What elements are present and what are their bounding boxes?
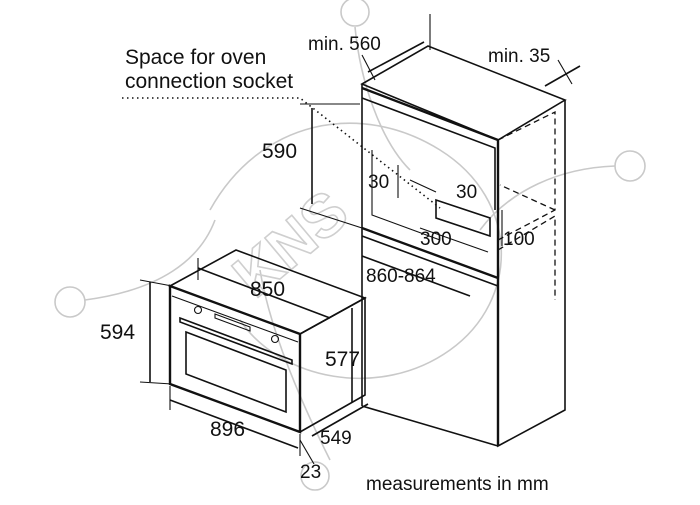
dim-line-niche-width bbox=[361, 255, 471, 297]
socket-box bbox=[435, 198, 491, 238]
dim-tick-594-bottom bbox=[139, 381, 173, 385]
watermark-circle-top bbox=[340, 0, 370, 27]
niche-shelf-front bbox=[361, 226, 499, 280]
dim-line-side-gap bbox=[544, 65, 581, 87]
dim-label-niche-depth: min. 560 bbox=[308, 34, 381, 55]
dim-line-front-thickness bbox=[299, 439, 315, 465]
dim-tick-594-top bbox=[139, 279, 173, 287]
dim-label-niche-height: 590 bbox=[262, 140, 297, 163]
cabinet-upper-lip bbox=[361, 86, 499, 142]
dim-label-socket-top: 30 bbox=[368, 172, 389, 193]
dim-label-socket-width: 300 bbox=[420, 229, 452, 250]
dim-line-oven-depth bbox=[311, 403, 369, 437]
watermark-circle-bottom bbox=[300, 461, 330, 491]
socket-space-label-line1: Space for oven bbox=[125, 46, 266, 69]
dim-label-oven-width-body: 850 bbox=[250, 278, 285, 301]
watermark-swoosh-top bbox=[354, 26, 411, 171]
watermark-text: KNS bbox=[220, 177, 360, 310]
oven-knob-right-icon bbox=[270, 334, 280, 344]
dim-tick-niche-height-bottom bbox=[299, 207, 363, 229]
niche-back-dashed-mid bbox=[497, 214, 556, 300]
dim-label-oven-body-height: 577 bbox=[325, 348, 360, 371]
dim-label-oven-depth: 549 bbox=[320, 428, 352, 449]
dim-label-socket-side: 30 bbox=[456, 182, 477, 203]
niche-back-wall bbox=[371, 150, 441, 241]
cabinet-bottom-front-edge bbox=[361, 405, 499, 447]
dim-line-oven-width-body bbox=[197, 267, 331, 319]
oven-display-icon bbox=[214, 313, 251, 332]
oven bbox=[168, 249, 367, 434]
dim-label-side-gap: min. 35 bbox=[488, 46, 550, 67]
dim-tick-niche-depth-a bbox=[361, 54, 376, 81]
dim-label-oven-width: 896 bbox=[210, 418, 245, 441]
oven-door-handle bbox=[179, 316, 293, 366]
watermark-ring bbox=[209, 122, 503, 380]
dim-line-socket-side bbox=[409, 179, 437, 193]
dim-label-niche-width: 860-864 bbox=[366, 266, 436, 287]
dimension-lines bbox=[139, 14, 581, 465]
units-note: measurements in mm bbox=[366, 474, 549, 495]
watermark-swoosh-left bbox=[84, 219, 216, 301]
cabinet-upper-inner bbox=[361, 97, 496, 210]
oven-control-strip bbox=[171, 295, 299, 343]
watermark-circle-right bbox=[614, 150, 646, 182]
dim-label-socket-height: 100 bbox=[503, 229, 535, 250]
oven-door-window bbox=[185, 330, 287, 414]
watermark-swoosh-right bbox=[479, 165, 616, 231]
dim-line-oven-width bbox=[169, 399, 299, 449]
niche-shelf-lower bbox=[361, 235, 499, 287]
socket-space-label-line2: connection socket bbox=[125, 70, 293, 93]
dim-line-niche-depth bbox=[367, 41, 425, 73]
oven-knob-left-icon bbox=[193, 305, 203, 315]
watermark-circle-left bbox=[54, 286, 86, 318]
oven-side-panel bbox=[299, 296, 366, 433]
niche-back-dashed-upper bbox=[497, 110, 556, 241]
dim-line-socket-width bbox=[419, 227, 489, 253]
cabinet-niche bbox=[360, 45, 567, 448]
dim-label-oven-height: 594 bbox=[100, 321, 135, 344]
niche-back-dashed-cross bbox=[499, 184, 556, 211]
dim-tick-side-gap bbox=[557, 59, 573, 85]
dim-label-front-thickness: 23 bbox=[300, 462, 321, 483]
